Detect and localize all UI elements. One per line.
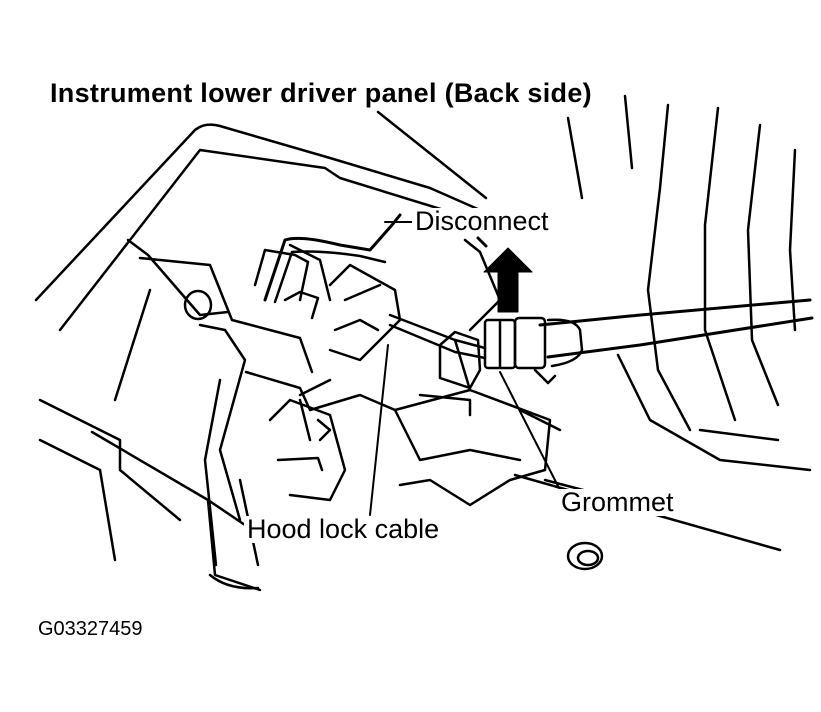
cable-upper-loop [263,213,402,302]
figure-id: G03327459 [38,618,143,640]
grommet-leader-line [499,371,561,491]
title-leader-line [376,110,488,200]
hood-lock-leader-line [369,344,389,516]
panel-hole-inner [576,549,600,567]
cable-upper-loop-inner [273,250,387,304]
diagram-title: Instrument lower driver panel (Back side… [50,78,592,108]
disconnect-arrow-icon [483,247,533,313]
hood-lock-cable-path [388,298,814,360]
latch-connector [253,243,402,502]
dash-side-lines [566,94,812,472]
hood-lock-cable-callout: Hood lock cable [244,516,443,543]
panel-hole [566,541,604,571]
grommet-callout: Grommet [558,489,677,516]
grommet-fitting [438,316,584,392]
arrow-tick-mark [476,236,488,248]
lower-panel-outline [34,123,482,592]
disconnect-callout: Disconnect [412,208,552,235]
